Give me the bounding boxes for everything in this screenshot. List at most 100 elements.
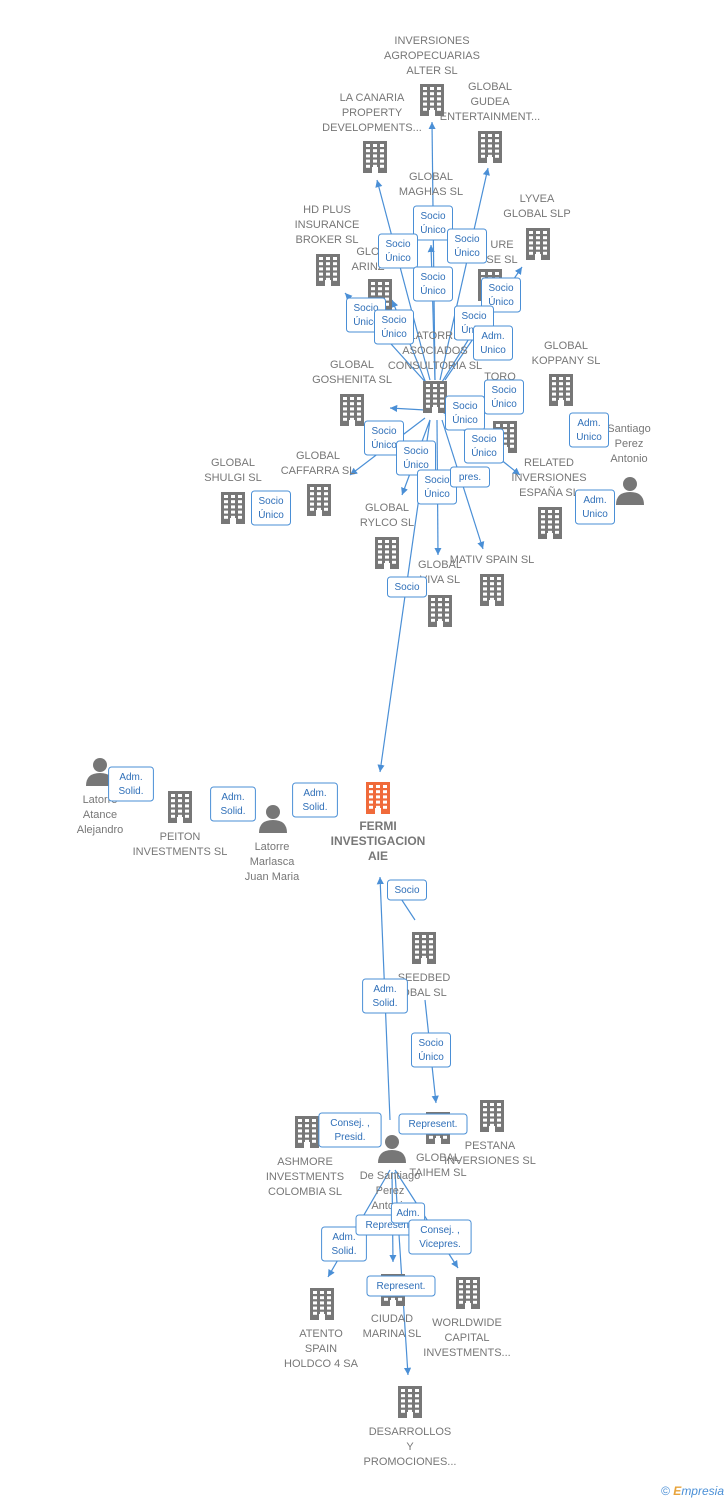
relation-badge-r32[interactable]: Consej. ,Vicepres. [408, 1219, 472, 1255]
node-la-canaria[interactable]: LA CANARIAPROPERTYDEVELOPMENTS... [322, 92, 422, 173]
relation-label-line: Único [258, 508, 284, 521]
node-label-line: De Santiago [360, 1170, 421, 1182]
relation-label-line: Único [420, 284, 446, 297]
relation-label-line: Único [403, 458, 429, 471]
building-icon [375, 537, 399, 569]
relation-badge-r22[interactable]: Adm.Solid. [210, 786, 256, 822]
relation-label-line: Socio [353, 303, 378, 314]
node-label-line: URE [490, 239, 513, 251]
relation-label-line: Socio [418, 1038, 443, 1049]
edge-latorre-asociados-to-la-canaria [375, 179, 431, 381]
brand-name: mpresia [681, 1484, 724, 1498]
node-label-line: PROMOCIONES... [364, 1456, 457, 1468]
node-label-line: GLOBAL [544, 340, 588, 352]
person-icon [86, 758, 114, 786]
relation-badge-r31[interactable]: Adm. [390, 1202, 426, 1224]
relation-label-line: Socio [420, 211, 445, 222]
node-desarrollos[interactable]: DESARROLLOSYPROMOCIONES... [364, 1386, 457, 1468]
node-label-line: DEVELOPMENTS... [322, 122, 422, 134]
node-label-line: ASHMORE [277, 1156, 333, 1168]
building-icon [456, 1277, 480, 1309]
relation-badge-r9[interactable]: Adm.Unico [473, 325, 513, 361]
relation-badge-r33[interactable]: Represent. [366, 1275, 436, 1297]
relation-badge-r29[interactable]: Adm.Solid. [321, 1226, 367, 1262]
node-label-line: GLOBAL [211, 457, 255, 469]
relation-badge-r21[interactable]: Adm.Solid. [108, 766, 154, 802]
node-label-line: BROKER SL [296, 234, 359, 246]
relation-label-line: Socio [452, 401, 477, 412]
building-icon [538, 507, 562, 539]
node-label-line: SEEDBED [398, 972, 451, 984]
relation-badge-r23[interactable]: Adm.Solid. [292, 782, 338, 818]
node-worldwide[interactable]: WORLDWIDECAPITALINVESTMENTS... [423, 1277, 511, 1359]
node-global-gudea[interactable]: GLOBALGUDEAENTERTAINMENT... [440, 81, 540, 163]
relation-badge-r27[interactable]: Consej. ,Presid. [318, 1112, 382, 1148]
relation-badge-r28[interactable]: Represent. [398, 1113, 468, 1135]
node-label-line: INVESTMENTS [266, 1171, 344, 1183]
relation-label-line: Adm. [396, 1208, 419, 1219]
node-label-line: AIE [368, 849, 388, 863]
node-label-line: GLOBAL [365, 502, 409, 514]
relation-badge-r20[interactable]: Socio [387, 576, 427, 598]
relation-label-line: Represent. [409, 1119, 458, 1130]
building-icon [420, 84, 444, 116]
node-label-line: FERMI [359, 819, 396, 833]
person-icon [616, 477, 644, 505]
node-label-line: TAIHEM SL [409, 1167, 466, 1179]
relation-label-line: Represent. [377, 1281, 426, 1292]
relation-label-line: Socio [394, 885, 419, 896]
relations-layer: SocioÚnicoSocioÚnicoSocioÚnicoSocioÚnico… [108, 205, 615, 1297]
node-mativ[interactable]: MATIV SPAIN SL [450, 554, 535, 606]
footer-brand: © Empresia [661, 1484, 724, 1498]
node-label-line: Antonio [610, 453, 647, 465]
relation-label-line: Socio [488, 283, 513, 294]
node-label-line: PROPERTY [342, 107, 403, 119]
relation-badge-r24[interactable]: Socio [387, 879, 427, 901]
relation-label-line: Socio [454, 234, 479, 245]
node-label-line: LATORRE [410, 330, 461, 342]
relation-badge-r19[interactable]: pres. [450, 466, 490, 488]
node-label-line: SE SL [486, 254, 517, 266]
relation-label-line: Único [420, 223, 446, 236]
node-label-line: GLOBAL [468, 81, 512, 93]
relation-badge-r25[interactable]: Adm.Solid. [362, 978, 408, 1014]
relation-label-line: Consej. , [420, 1225, 459, 1236]
relation-badge-r17[interactable]: Adm.Unico [575, 489, 615, 525]
person-icon [259, 805, 287, 833]
relation-badge-r12[interactable]: Adm.Unico [569, 412, 609, 448]
